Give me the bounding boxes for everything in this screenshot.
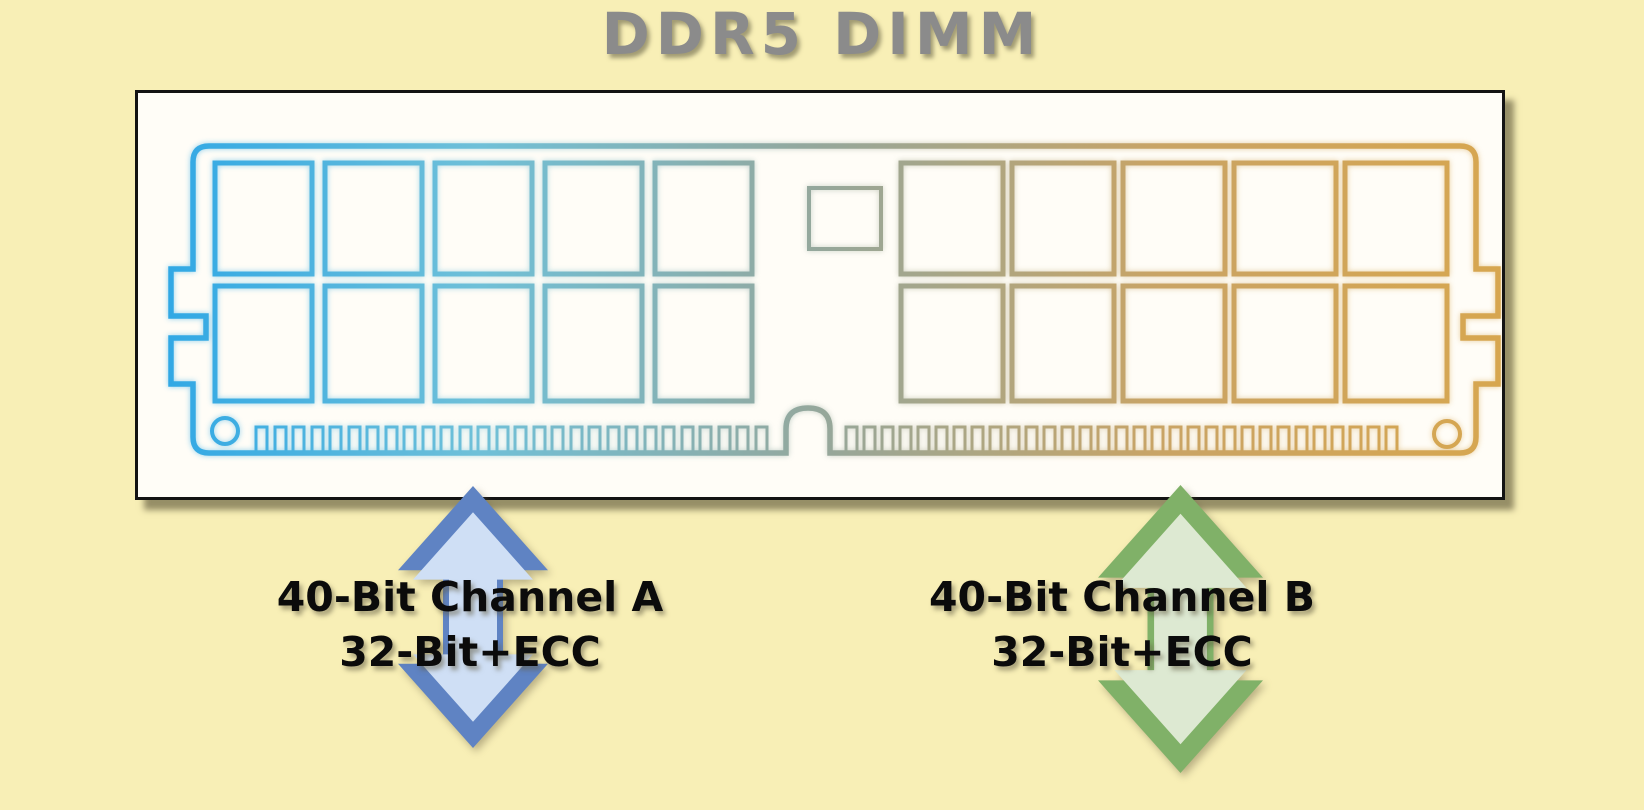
channel-a-label-line1: 40-Bit Channel A xyxy=(276,573,664,621)
channel-a-double-arrow-icon xyxy=(398,486,548,748)
dimm-art-glow-layer xyxy=(171,146,1498,453)
dimm-panel xyxy=(135,90,1505,500)
dimm-art-line-layer xyxy=(171,146,1498,453)
dimm-board-drawing xyxy=(138,93,1502,497)
channel-b-label: 40-Bit Channel B 32-Bit+ECC xyxy=(822,570,1422,680)
channel-a-arrow-inner xyxy=(413,512,533,722)
channel-a-label-line2: 32-Bit+ECC xyxy=(339,628,601,676)
channel-b-arrow-inner xyxy=(1114,513,1247,745)
channel-a-label: 40-Bit Channel A 32-Bit+ECC xyxy=(170,570,770,680)
diagram-title: DDR5 DIMM xyxy=(601,0,1043,68)
channel-b-double-arrow-icon xyxy=(1098,485,1263,773)
channel-b-label-line2: 32-Bit+ECC xyxy=(991,628,1253,676)
channel-b-label-line1: 40-Bit Channel B xyxy=(929,573,1315,621)
